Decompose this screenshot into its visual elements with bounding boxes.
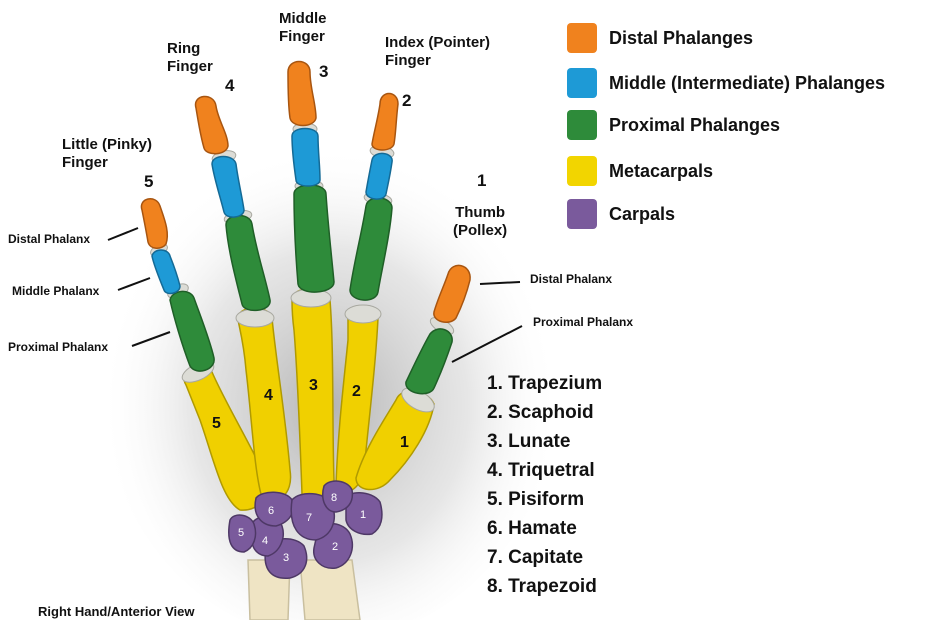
ring-finger-label: Ring Finger (167, 40, 213, 76)
legend-label-carpals: Carpals (609, 203, 676, 224)
view-caption: Right Hand/Anterior View (38, 604, 195, 619)
legend-swatch-middle (567, 68, 597, 98)
legend-swatch-distal (567, 23, 597, 53)
little-finger-label: Little (Pinky) Finger (62, 136, 152, 172)
carpal-number-6: 6 (268, 505, 274, 517)
middle-finger-label: Middle Finger (279, 10, 327, 46)
proximal-phalanges (169, 184, 453, 395)
metacarpal-number-3: 3 (309, 377, 318, 394)
legend-label-distal: Distal Phalanges (609, 27, 754, 48)
carpal-list-item: 4. Triquetral (487, 460, 595, 481)
legend-label-proximal: Proximal Phalanges (609, 114, 781, 135)
little-finger-number: 5 (144, 172, 154, 191)
thumb-number: 1 (477, 171, 487, 190)
carpal-list-item: 6. Hamate (487, 518, 577, 539)
metacarpal-number-1: 1 (400, 434, 409, 451)
thumb-name-line2: (Pollex) (453, 222, 508, 239)
thumb-name-line1: Thumb (455, 204, 506, 221)
carpal-list-item: 2. Scaphoid (487, 402, 594, 423)
middle-phalanges (151, 127, 393, 295)
carpal-list-item: 1. Trapezium (487, 373, 603, 394)
thumb-distal-phalanx-label: Distal Phalanx (530, 272, 613, 286)
ring-finger-name-line2: Finger (167, 58, 213, 75)
carpal-number-1: 1 (360, 509, 366, 521)
metacarpal-number-4: 4 (264, 387, 273, 404)
carpal-bone-list: 1. Trapezium 2. Scaphoid 3. Lunate 4. Tr… (487, 369, 602, 601)
carpal-8 (322, 480, 354, 513)
carpal-6 (254, 491, 294, 527)
pinky-proximal-phalanx-label: Proximal Phalanx (8, 340, 109, 354)
ring-finger-name-line1: Ring (167, 40, 201, 57)
carpal-list-item: 5. Pisiform (487, 489, 585, 510)
carpal-number-7: 7 (306, 512, 312, 524)
little-finger-name-line1: Little (Pinky) (62, 136, 153, 153)
little-finger-name-line2: Finger (62, 154, 108, 171)
legend-item-distal: Distal Phalanges (567, 23, 753, 53)
middle-finger-number: 3 (319, 62, 329, 81)
carpal-1 (345, 492, 383, 536)
carpal-7 (290, 492, 336, 541)
carpal-number-8: 8 (331, 492, 337, 504)
legend-swatch-proximal (567, 110, 597, 140)
legend-item-proximal: Proximal Phalanges (567, 110, 780, 140)
metacarpal-number-5: 5 (212, 415, 221, 432)
legend-item-carpals: Carpals (567, 199, 675, 229)
thumb-proximal-phalanx-label: Proximal Phalanx (533, 315, 634, 329)
index-finger-label: Index (Pointer) Finger (385, 34, 490, 70)
legend-item-middle: Middle (Intermediate) Phalanges (567, 68, 885, 98)
carpal-5 (228, 514, 257, 553)
carpals (228, 480, 383, 579)
middle-finger-name-line2: Finger (279, 28, 325, 45)
legend-swatch-carpals (567, 199, 597, 229)
pinky-distal-phalanx-label: Distal Phalanx (8, 232, 91, 246)
thumb-label: Thumb (Pollex) (453, 204, 507, 240)
metacarpal-numbers: 1 2 3 4 5 (212, 377, 409, 451)
pinky-middle-phalanx-label: Middle Phalanx (12, 284, 100, 298)
carpal-number-4: 4 (262, 535, 268, 547)
metacarpal-number-2: 2 (352, 383, 361, 400)
distal-phalanges (140, 60, 471, 323)
carpal-list-item: 8. Trapezoid (487, 576, 597, 597)
carpal-number-3: 3 (283, 552, 289, 564)
index-finger-name-line1: Index (Pointer) (385, 34, 491, 51)
carpal-numbers: 1 2 3 4 5 6 7 8 (238, 492, 366, 564)
carpal-list-item: 7. Capitate (487, 547, 584, 568)
carpal-number-2: 2 (332, 541, 338, 553)
leader-lines (107, 227, 523, 363)
legend-label-metacarpals: Metacarpals (609, 160, 714, 181)
legend-item-metacarpals: Metacarpals (567, 156, 713, 186)
carpal-number-5: 5 (238, 527, 244, 539)
ring-finger-number: 4 (225, 76, 235, 95)
index-finger-number: 2 (402, 91, 412, 110)
legend-swatch-metacarpals (567, 156, 597, 186)
index-finger-name-line2: Finger (385, 52, 431, 69)
carpal-list-item: 3. Lunate (487, 431, 571, 452)
legend-label-middle: Middle (Intermediate) Phalanges (609, 72, 886, 93)
middle-finger-name-line1: Middle (279, 10, 327, 27)
